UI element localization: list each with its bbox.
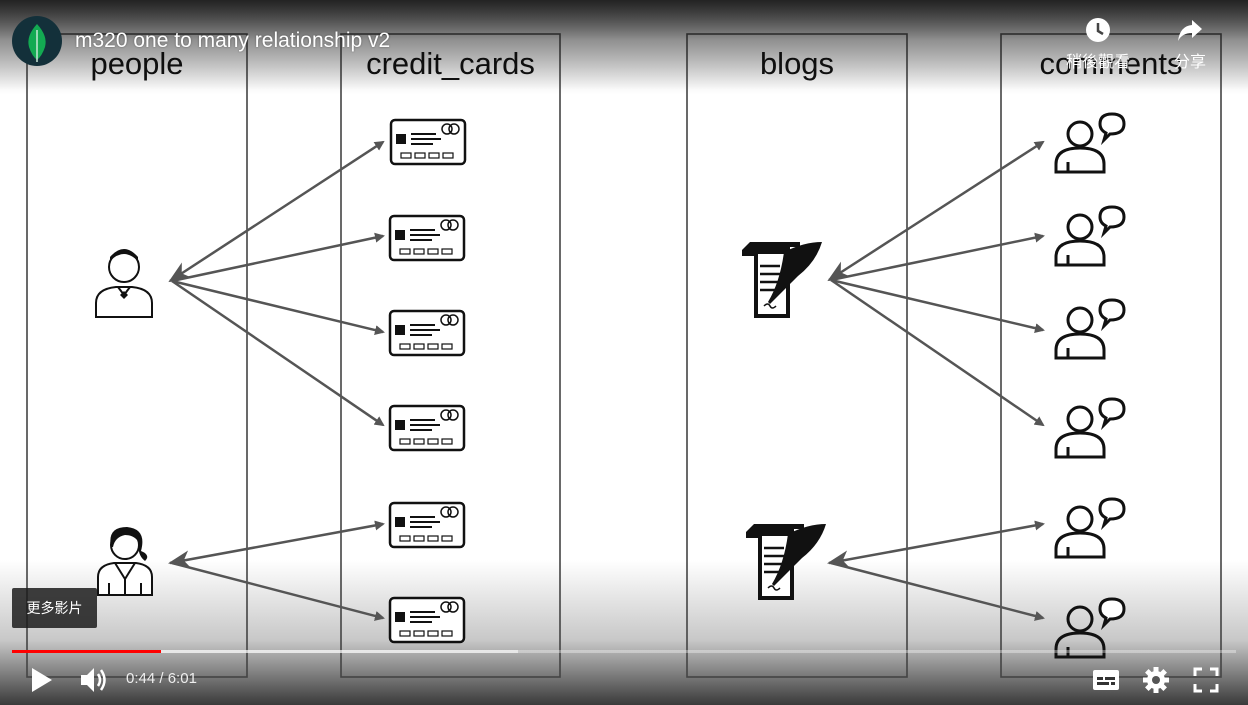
relationship-arrows-blog-1 [827, 140, 1045, 427]
gear-icon [1143, 667, 1169, 693]
credit-card-icon-4 [388, 404, 466, 452]
column-box-blogs [686, 33, 908, 678]
commenter-icon-4 [1054, 397, 1126, 459]
volume-icon [81, 668, 106, 692]
credit-card-icon-1 [389, 118, 467, 166]
person-icon-2 [97, 527, 153, 596]
more-videos-button[interactable]: 更多影片 [12, 588, 97, 628]
commenter-icon-6 [1054, 597, 1126, 659]
time-separator: / [155, 670, 168, 687]
blog-icon-2 [744, 522, 828, 602]
duration: 6:01 [167, 670, 197, 687]
column-title-blogs: blogs [759, 46, 835, 81]
credit-card-icon-3 [388, 309, 466, 357]
subtitles-button[interactable] [1089, 660, 1123, 700]
credit-card-icon-2 [388, 214, 466, 262]
time-display: 0:44 / 6:01 [126, 670, 197, 687]
play-icon [32, 668, 52, 692]
relationship-arrows-person-1 [168, 140, 385, 427]
blog-icon-1 [740, 240, 824, 320]
fullscreen-button[interactable] [1189, 660, 1223, 700]
control-bar: 0:44 / 6:01 [0, 660, 1248, 700]
commenter-icon-2 [1054, 205, 1126, 267]
credit-card-icon-5 [388, 501, 466, 549]
play-button[interactable] [24, 660, 60, 700]
commenter-icon-5 [1054, 497, 1126, 559]
clock-icon [1086, 18, 1110, 42]
channel-avatar[interactable] [12, 16, 62, 66]
progress-played [12, 650, 161, 653]
share-label: 分享 [1173, 54, 1206, 71]
progress-buffered [12, 650, 518, 653]
share-arrow-icon [1178, 20, 1202, 41]
commenter-icon-3 [1054, 298, 1126, 360]
relationship-arrows-blog-2 [827, 520, 1045, 621]
current-time: 0:44 [126, 670, 156, 687]
person-icon-1 [95, 249, 153, 318]
subtitles-icon [1093, 670, 1119, 690]
mongodb-leaf-icon [28, 24, 46, 62]
share-button[interactable]: 分享 [1155, 16, 1225, 72]
fullscreen-icon [1193, 667, 1219, 693]
settings-button[interactable] [1139, 660, 1173, 700]
video-title[interactable]: m320 one to many relationship v2 [75, 29, 391, 52]
volume-button[interactable] [76, 660, 112, 700]
relationship-arrows-person-2 [168, 520, 385, 621]
watch-later-button[interactable]: 稍後觀看 [1063, 16, 1133, 72]
credit-card-icon-6 [388, 596, 466, 644]
commenter-icon-1 [1054, 112, 1126, 174]
progress-bar[interactable] [12, 650, 1236, 653]
watch-later-label: 稍後觀看 [1065, 54, 1130, 71]
